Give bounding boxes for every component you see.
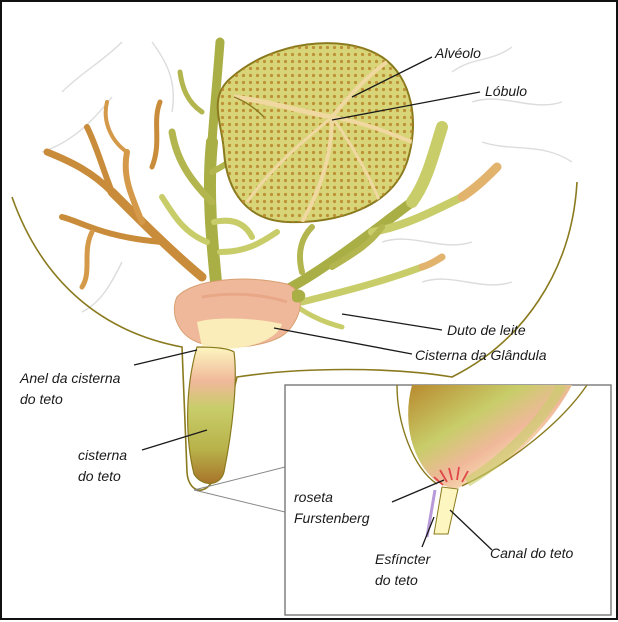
label-roseta-line2: Furstenberg bbox=[294, 510, 370, 526]
teat-tip-inset bbox=[285, 385, 611, 615]
label-duto-de-leite: Duto de leite bbox=[447, 322, 526, 338]
label-lobulo: Lóbulo bbox=[485, 83, 527, 99]
label-canal-do-teto: Canal do teto bbox=[490, 545, 573, 561]
label-anel-cisterna-line1: Anel da cisterna bbox=[19, 370, 121, 386]
lobule bbox=[217, 32, 427, 232]
label-esfincter-line2: do teto bbox=[375, 572, 418, 588]
teat bbox=[188, 347, 236, 484]
label-anel-cisterna-line2: do teto bbox=[20, 391, 63, 407]
gland-cistern bbox=[174, 279, 305, 349]
label-roseta-line1: roseta bbox=[294, 489, 333, 505]
label-cisterna-teto-line1: cisterna bbox=[78, 447, 127, 463]
label-cisterna-teto-line2: do teto bbox=[78, 468, 121, 484]
label-esfincter-line1: Esfíncter bbox=[375, 551, 432, 567]
label-cisterna-glandula: Cisterna da Glândula bbox=[415, 347, 547, 363]
duct-tree-left bbox=[47, 102, 202, 287]
label-alveolo: Alvéolo bbox=[434, 45, 481, 61]
